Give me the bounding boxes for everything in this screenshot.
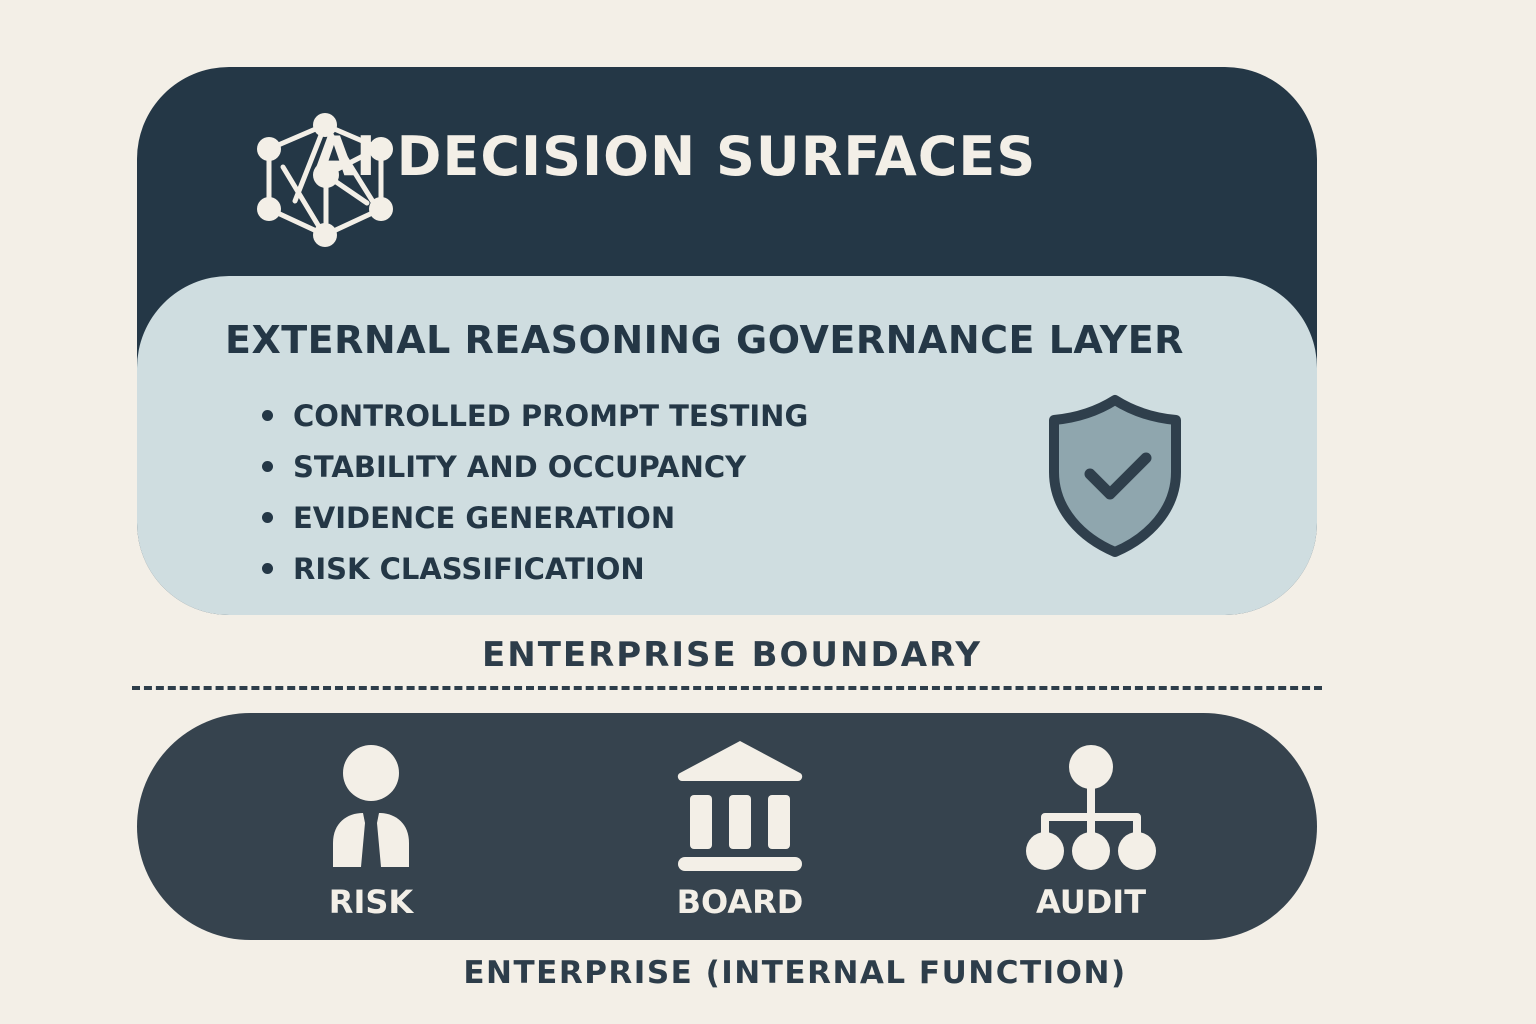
governance-list: CONTROLLED PROMPT TESTING STABILITY AND … bbox=[262, 390, 808, 594]
boundary-divider bbox=[132, 686, 1322, 690]
list-item: EVIDENCE GENERATION bbox=[262, 492, 808, 543]
function-audit bbox=[991, 735, 1191, 875]
function-risk bbox=[271, 735, 471, 875]
governance-layer-title: EXTERNAL REASONING GOVERNANCE LAYER bbox=[225, 318, 1184, 362]
institution-icon bbox=[677, 741, 803, 871]
function-label: RISK bbox=[328, 883, 414, 921]
bullet-icon bbox=[262, 461, 273, 472]
function-label: BOARD bbox=[676, 883, 804, 921]
function-board bbox=[640, 735, 840, 875]
network-graph-icon bbox=[257, 113, 393, 247]
function-label: AUDIT bbox=[1035, 883, 1147, 921]
bullet-icon bbox=[262, 410, 273, 421]
bullet-icon bbox=[262, 512, 273, 523]
list-item: STABILITY AND OCCUPANCY bbox=[262, 441, 808, 492]
hierarchy-icon bbox=[1026, 745, 1156, 870]
panel-title: AI DECISION SURFACES bbox=[313, 125, 1037, 188]
enterprise-internal-label: ENTERPRISE (INTERNAL FUNCTION) bbox=[463, 955, 1127, 991]
list-item: CONTROLLED PROMPT TESTING bbox=[262, 390, 808, 441]
bullet-icon bbox=[262, 563, 273, 574]
enterprise-boundary-label: ENTERPRISE BOUNDARY bbox=[482, 635, 982, 675]
person-tie-icon bbox=[333, 745, 409, 867]
shield-check-icon bbox=[1049, 395, 1181, 557]
list-item: RISK CLASSIFICATION bbox=[262, 543, 808, 594]
